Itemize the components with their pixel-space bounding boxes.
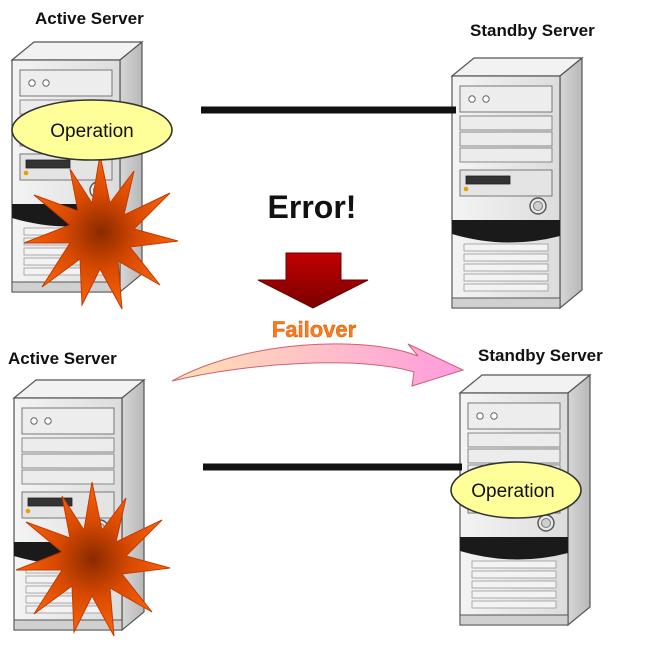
bottom-active-server-label: Active Server	[8, 349, 117, 368]
top-operation-label: Operation	[50, 121, 133, 142]
down-arrow-icon	[257, 252, 369, 309]
top-operation-bubble: Operation	[11, 99, 173, 161]
failover-arrow-icon	[171, 343, 465, 387]
bottom-standby-server-label: Standby Server	[478, 346, 603, 365]
error-text: Error!	[268, 189, 357, 225]
bottom-operation-label: Operation	[471, 481, 554, 502]
top-standby-server-icon	[451, 57, 583, 309]
bottom-section: Active Server Standby Server Operation	[8, 346, 603, 637]
failover-label: Failover	[272, 317, 357, 342]
top-standby-server-label: Standby Server	[470, 21, 595, 40]
top-section: Active Server Standby Server Operation E…	[11, 9, 595, 310]
bottom-operation-bubble: Operation	[450, 461, 582, 519]
transition: Failover	[171, 252, 465, 387]
top-active-server-label: Active Server	[35, 9, 144, 28]
